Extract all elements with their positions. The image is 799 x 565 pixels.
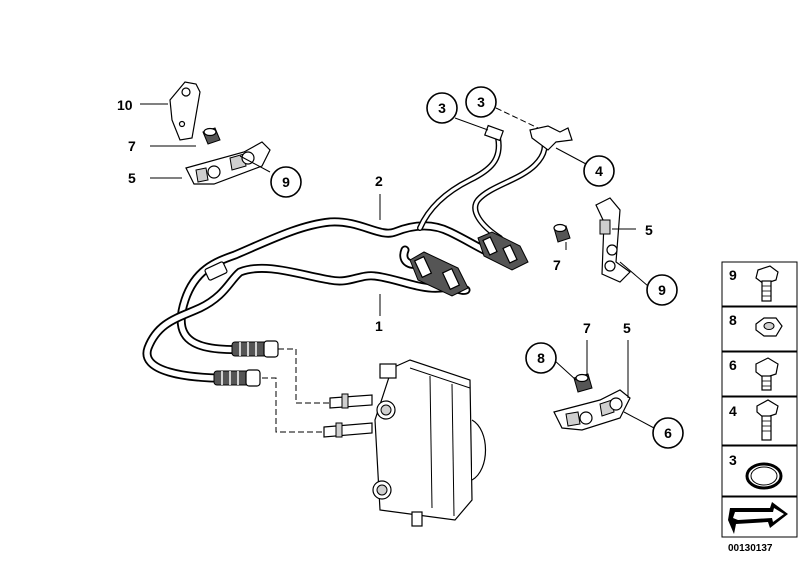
bracket-10[interactable] bbox=[169, 81, 201, 141]
nut-icon bbox=[755, 317, 783, 337]
hose-sleeve bbox=[204, 261, 228, 281]
panel-item-arrow[interactable] bbox=[721, 496, 798, 538]
panel-item-3-number: 3 bbox=[729, 452, 737, 468]
callout-3-right-text: 3 bbox=[477, 94, 485, 110]
panel-item-6-number: 6 bbox=[729, 357, 737, 373]
arrow-icon bbox=[728, 502, 788, 534]
label-7-top-left: 7 bbox=[128, 138, 136, 154]
bolt-icon bbox=[755, 265, 779, 302]
bolt-icon bbox=[756, 399, 779, 441]
callout-6-text: 6 bbox=[664, 425, 672, 441]
callout-3-right[interactable]: 3 bbox=[465, 86, 497, 118]
oil-cooler[interactable] bbox=[323, 359, 487, 527]
hose-end-fitting-lower[interactable] bbox=[213, 369, 261, 387]
label-7-lower-right: 7 bbox=[583, 320, 591, 336]
holder-5-lower-right[interactable] bbox=[553, 389, 631, 431]
panel-item-6[interactable]: 6 bbox=[721, 351, 798, 397]
callout-3-left-text: 3 bbox=[438, 100, 446, 116]
panel-item-4-number: 4 bbox=[729, 403, 737, 419]
grommet-7-lower-right[interactable] bbox=[573, 373, 593, 393]
grommet-7-right[interactable] bbox=[553, 223, 571, 243]
assembly-lines-cooler bbox=[262, 348, 332, 433]
holder-5-top-left[interactable] bbox=[185, 141, 271, 185]
panel-item-9-number: 9 bbox=[729, 267, 737, 283]
panel-item-9[interactable]: 9 bbox=[721, 261, 798, 307]
bolt-icon bbox=[755, 357, 779, 391]
label-5-top-left: 5 bbox=[128, 170, 136, 186]
quick-coupling-upper[interactable] bbox=[477, 231, 529, 271]
callout-9-right-text: 9 bbox=[658, 282, 666, 298]
metal-pipe-upper-left[interactable] bbox=[417, 135, 502, 231]
diagram-code: 00130137 bbox=[728, 543, 773, 554]
callout-4[interactable]: 4 bbox=[583, 155, 615, 187]
label-5-right: 5 bbox=[645, 222, 653, 238]
label-1: 1 bbox=[375, 318, 383, 334]
callout-6[interactable]: 6 bbox=[652, 417, 684, 449]
parts-panel: 9 8 6 bbox=[721, 261, 798, 554]
callout-9-top-left[interactable]: 9 bbox=[270, 166, 302, 198]
callout-3-left[interactable]: 3 bbox=[426, 92, 458, 124]
hose-end-fitting-upper[interactable] bbox=[231, 340, 279, 358]
leader-lines bbox=[140, 103, 655, 429]
grommet-7-top-left[interactable] bbox=[202, 127, 221, 145]
panel-item-8[interactable]: 8 bbox=[721, 306, 798, 352]
quick-coupling-lower[interactable] bbox=[409, 251, 469, 297]
callout-9-top-left-text: 9 bbox=[282, 174, 290, 190]
metal-pipe-upper-right[interactable] bbox=[472, 129, 548, 241]
holder-5-right[interactable] bbox=[595, 197, 631, 283]
oil-line-1[interactable] bbox=[142, 263, 471, 383]
callout-8-text: 8 bbox=[537, 350, 545, 366]
callout-4-text: 4 bbox=[595, 163, 603, 179]
panel-item-8-number: 8 bbox=[729, 312, 737, 328]
label-2: 2 bbox=[375, 173, 383, 189]
panel-item-3[interactable]: 3 bbox=[721, 445, 798, 497]
callout-9-right[interactable]: 9 bbox=[646, 274, 678, 306]
callout-8[interactable]: 8 bbox=[525, 342, 557, 374]
label-5-lower-right: 5 bbox=[623, 320, 631, 336]
panel-item-4[interactable]: 4 bbox=[721, 396, 798, 446]
pipe-fitting-top bbox=[484, 124, 573, 151]
label-7-right: 7 bbox=[553, 257, 561, 273]
label-10: 10 bbox=[117, 97, 133, 113]
seal-ring-icon bbox=[745, 462, 783, 490]
